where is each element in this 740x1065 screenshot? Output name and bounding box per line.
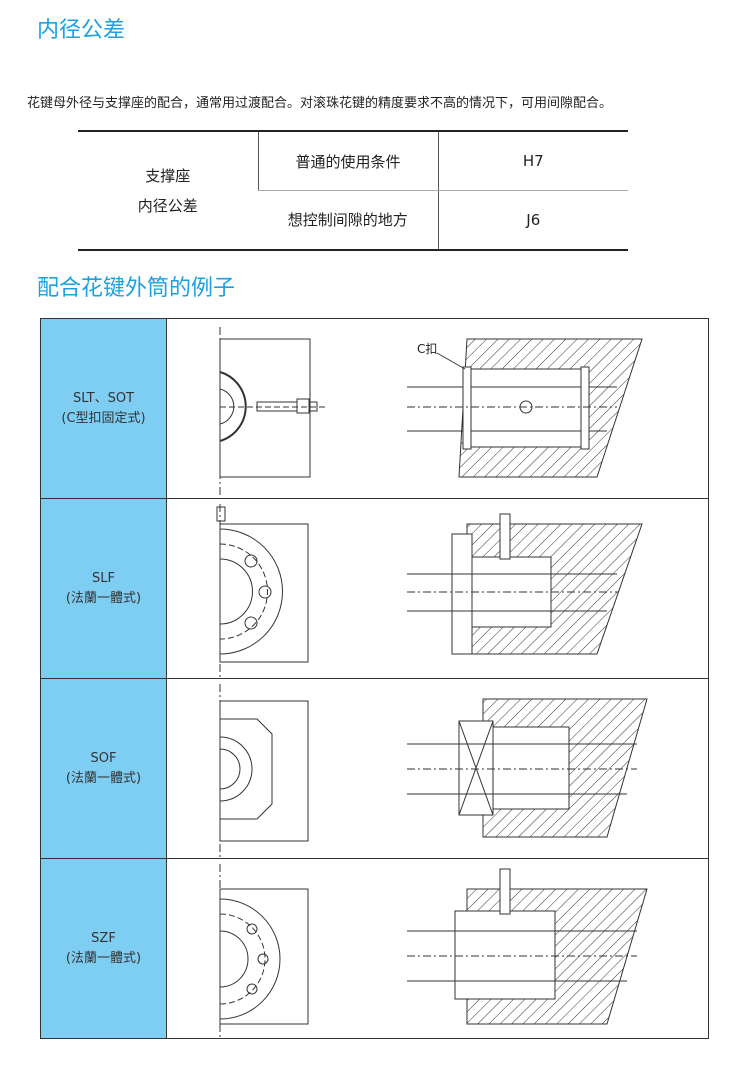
section-title-bore-tolerance: 内径公差 xyxy=(37,18,126,43)
value-cell: H7 xyxy=(437,131,628,191)
section-title-examples: 配合花键外筒的例子 xyxy=(37,276,236,301)
c-clip-callout: C扣 xyxy=(417,342,437,356)
condition-cell: 普通的使用条件 xyxy=(257,131,438,191)
examples-grid: SLT、SOT(C型扣固定式) C扣 SLF(法蘭一體式) xyxy=(40,318,709,1039)
example-label: SLF(法蘭一體式) xyxy=(41,499,167,678)
intro-text: 花键母外径与支撑座的配合，通常用过渡配合。对滚珠花键的精度要求不高的情况下，可用… xyxy=(27,96,613,111)
condition-cell: 想控制间隙的地方 xyxy=(287,211,408,229)
example-label: SOF(法蘭一體式) xyxy=(41,679,167,858)
table-header: 支撑座内径公差 xyxy=(137,166,198,215)
example-drawing xyxy=(167,859,708,1038)
example-drawing xyxy=(167,499,708,678)
tolerance-table: 支撑座内径公差 普通的使用条件 H7 想控制间隙的地方 J6 xyxy=(78,130,628,251)
example-row: SLT、SOT(C型扣固定式) C扣 xyxy=(41,319,708,498)
example-drawing xyxy=(167,679,708,858)
example-label: SZF(法蘭一體式) xyxy=(41,859,167,1038)
example-label: SLT、SOT(C型扣固定式) xyxy=(41,319,167,498)
example-row: SOF(法蘭一體式) xyxy=(41,678,708,858)
value-cell: J6 xyxy=(437,190,628,250)
example-row: SLF(法蘭一體式) xyxy=(41,498,708,678)
example-drawing: C扣 xyxy=(167,319,708,498)
example-row: SZF(法蘭一體式) xyxy=(41,858,708,1038)
